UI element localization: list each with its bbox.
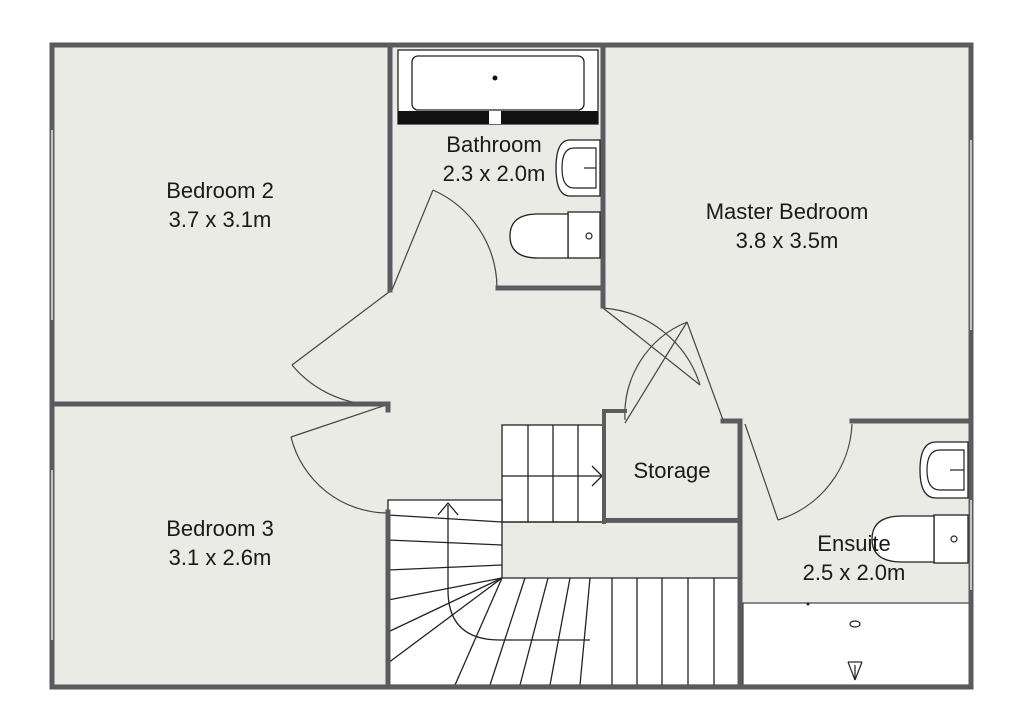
toilet-icon [871,514,969,564]
sink-icon [555,139,601,197]
room-label-ensuite: Ensuite 2.5 x 2.0m [774,529,934,587]
room-size: 3.1 x 2.6m [168,545,272,570]
room-name: Bedroom 2 [166,178,274,203]
room-label-master-bedroom: Master Bedroom 3.8 x 3.5m [670,197,904,255]
staircase-icon [387,424,741,686]
room-name: Ensuite [817,531,891,556]
room-name: Storage [633,458,711,483]
toilet-icon [509,211,601,259]
shower-tray [742,602,972,686]
room-label-bathroom: Bathroom 2.3 x 2.0m [410,130,578,188]
room-name: Bedroom 3 [166,516,274,541]
room-size: 2.5 x 2.0m [802,560,906,585]
door-swings [290,189,853,521]
walls [49,42,974,690]
windows [51,130,972,640]
sink-icon [919,441,969,499]
room-label-bedroom-3: Bedroom 3 3.1 x 2.6m [120,514,320,572]
room-name: Bathroom [446,132,542,157]
room-size: 3.7 x 3.1m [168,207,272,232]
room-label-storage: Storage [612,456,732,485]
room-size: 3.8 x 3.5m [735,228,839,253]
shower-icon [806,602,863,681]
room-name: Master Bedroom [705,199,869,224]
bathtub-icon [397,49,599,125]
room-size: 2.3 x 2.0m [442,161,546,186]
room-label-bedroom-2: Bedroom 2 3.7 x 3.1m [120,176,320,234]
